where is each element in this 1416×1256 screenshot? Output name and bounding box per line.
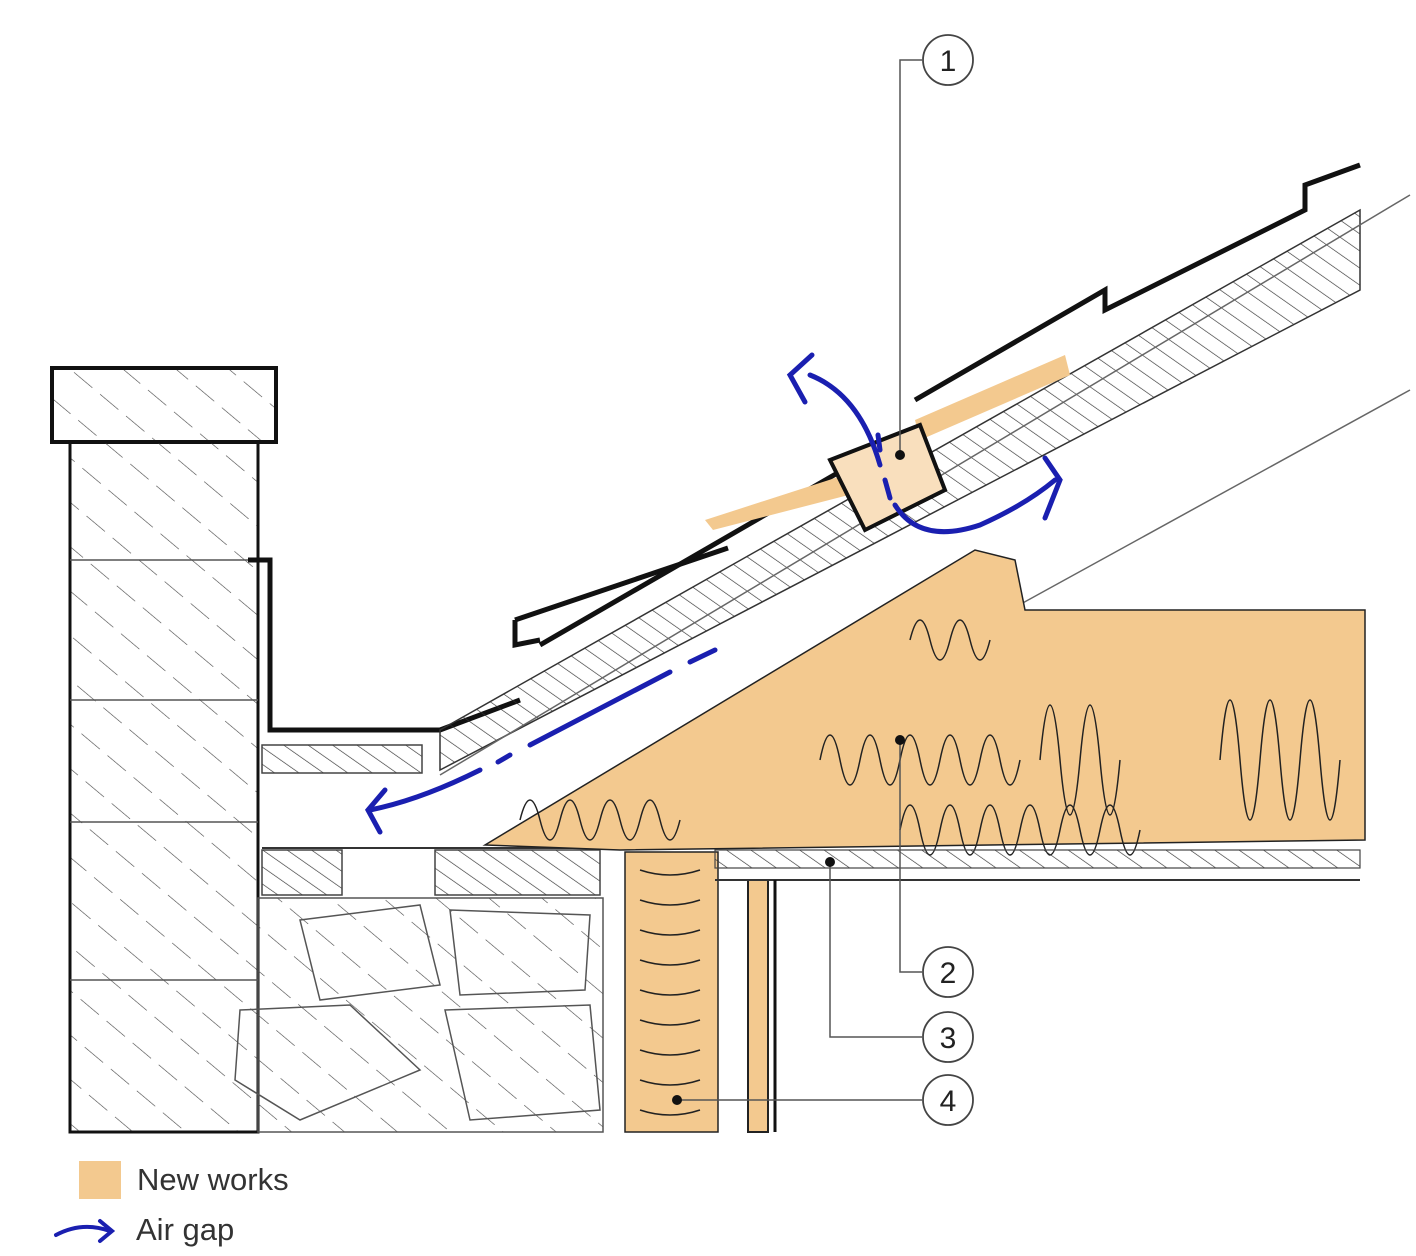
stone-wall [234, 897, 604, 1133]
insulation-new-works [482, 355, 1366, 1133]
gutter-lining [248, 557, 521, 733]
callout-3-number: 3 [940, 1022, 957, 1055]
legend-air-gap-label: Air gap [136, 1212, 235, 1247]
callout-1: 1 [922, 34, 974, 86]
callout-2-number: 2 [940, 957, 957, 990]
legend-new-works: New works [52, 1155, 289, 1205]
callout-4: 4 [922, 1074, 974, 1126]
callout-3: 3 [922, 1011, 974, 1063]
legend: New works Air gap [52, 1155, 289, 1255]
air-gap-arrows [364, 352, 1063, 835]
legend-new-works-label: New works [137, 1162, 289, 1197]
callout-1-number: 1 [940, 45, 957, 78]
new-works-swatch [79, 1161, 121, 1199]
legend-air-gap: Air gap [52, 1205, 289, 1255]
leader-dots [672, 450, 905, 1105]
wall-plate-timbers [261, 744, 610, 896]
leader-lines [677, 59, 922, 1101]
masonry-wall [50, 366, 278, 1134]
ceiling-lath [714, 849, 1361, 1132]
air-gap-arrow-icon [54, 1219, 116, 1243]
callout-2: 2 [922, 946, 974, 998]
callout-4-number: 4 [940, 1085, 957, 1118]
